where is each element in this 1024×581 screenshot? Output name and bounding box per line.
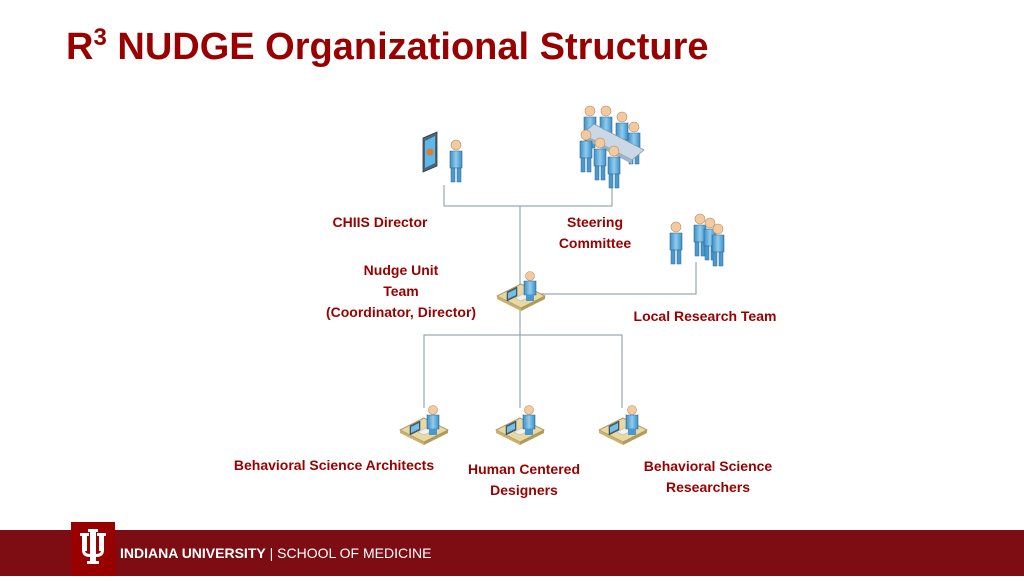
label-line: Behavioral Science	[643, 458, 773, 474]
people-group-icon	[669, 213, 725, 267]
label-line: Behavioral Science Architects	[233, 457, 435, 473]
org-chart-diagram	[399, 105, 725, 446]
label-line: Designers	[490, 482, 558, 498]
person-at-desk-icon	[399, 405, 449, 446]
node-label-steering-committee: Steering Committee	[545, 212, 645, 254]
title-main: NUDGE Organizational Structure	[117, 26, 709, 68]
person-at-desk-icon	[495, 405, 545, 446]
person-at-desk-icon	[598, 405, 648, 446]
node-label-local-research-team: Local Research Team	[626, 306, 784, 327]
footer-institution: INDIANA UNIVERSITY | SCHOOL OF MEDICINE	[120, 545, 431, 561]
footer-university: INDIANA UNIVERSITY	[120, 545, 266, 561]
title-prefix: R	[66, 26, 94, 68]
label-line: Researchers	[665, 479, 751, 495]
footer-school: SCHOOL OF MEDICINE	[277, 545, 432, 561]
label-line: Team	[383, 283, 419, 299]
person-at-monitor-icon	[422, 131, 463, 183]
trident-icon	[80, 529, 106, 564]
connector-lines	[423, 185, 697, 408]
label-line: Human Centered	[467, 461, 581, 477]
node-label-chiis-director: CHIIS Director	[330, 212, 430, 233]
conference-table-group-icon	[579, 105, 645, 189]
iu-trident-logo	[71, 522, 115, 576]
node-label-behavioral-science-researchers: Behavioral Science Researchers	[636, 456, 780, 498]
label-line: Steering	[566, 214, 623, 230]
label-line: Nudge Unit	[363, 262, 439, 278]
title-superscript: 3	[93, 24, 107, 51]
label-line: (Coordinator, Director)	[325, 304, 477, 320]
label-line: CHIIS Director	[332, 214, 428, 230]
label-line: Committee	[558, 235, 632, 251]
label-line: Local Research Team	[633, 308, 777, 324]
footer-bar	[0, 530, 1024, 576]
footer-separator: |	[269, 545, 274, 561]
slide-title: R3 NUDGE Organizational Structure	[66, 24, 709, 69]
person-at-desk-icon	[496, 271, 546, 312]
node-label-behavioral-science-architects: Behavioral Science Architects	[226, 455, 442, 476]
node-label-nudge-unit-team: Nudge Unit Team (Coordinator, Director)	[315, 260, 487, 323]
node-label-human-centered-designers: Human Centered Designers	[460, 459, 588, 501]
